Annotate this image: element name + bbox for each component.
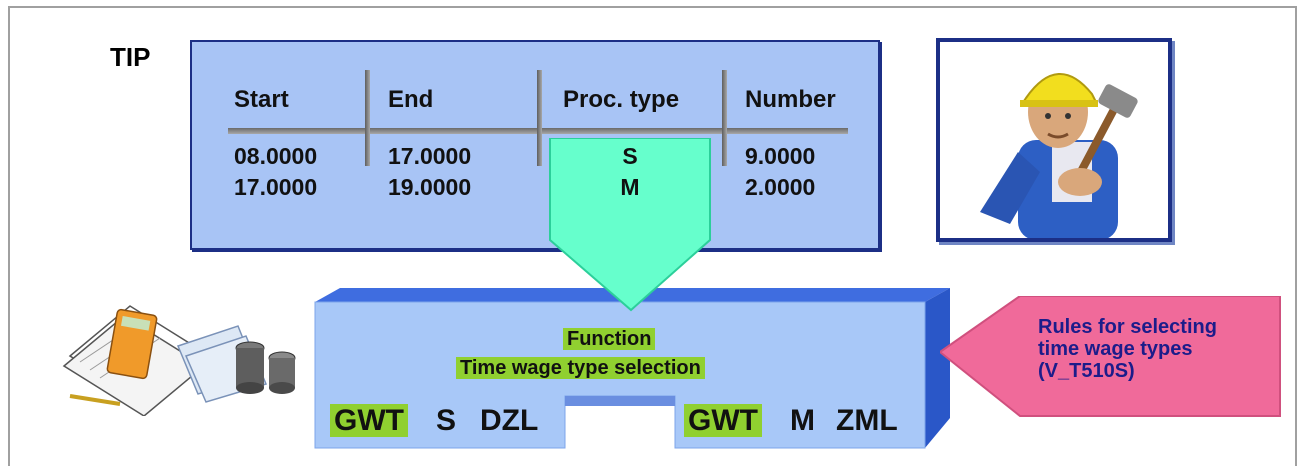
down-arrow-icon — [549, 138, 711, 312]
function-subtitle: Time wage type selection — [456, 357, 705, 380]
slide-frame — [8, 6, 1297, 466]
worker-image-frame — [936, 38, 1172, 242]
column-separator — [365, 70, 370, 166]
function-title: Function — [563, 328, 656, 351]
calculator-coins-clipart-icon — [62, 305, 296, 416]
cell-proc-type: S — [622, 143, 638, 169]
cell-number: 2.0000 — [745, 174, 816, 200]
cell-start: 08.0000 — [234, 143, 318, 169]
rules-callout-arrow — [940, 296, 1281, 417]
header-proc-type: Proc. type — [563, 86, 680, 113]
code-proc-s: S — [436, 404, 457, 437]
code-gwt-left: GWT — [330, 404, 408, 438]
tip-table-box — [190, 40, 880, 250]
cell-end: 17.0000 — [388, 143, 472, 169]
cell-start: 17.0000 — [234, 174, 318, 200]
code-gwt-right: GWT — [684, 404, 762, 438]
column-separator — [722, 70, 727, 166]
cell-end: 19.0000 — [388, 174, 472, 200]
construction-worker-icon — [980, 73, 1138, 240]
header-start: Start — [234, 86, 289, 113]
code-dzl: DZL — [480, 404, 539, 437]
tip-label: TIP — [110, 42, 151, 72]
rules-callout-text: Rules for selecting time wage types (V_T… — [1038, 316, 1217, 382]
cell-number: 9.0000 — [745, 143, 816, 169]
header-number: Number — [745, 86, 836, 113]
cell-proc-type: M — [620, 174, 640, 200]
column-separator — [537, 70, 542, 166]
code-zml: ZML — [836, 404, 898, 437]
header-end: End — [388, 86, 434, 113]
code-proc-m: M — [790, 404, 815, 437]
